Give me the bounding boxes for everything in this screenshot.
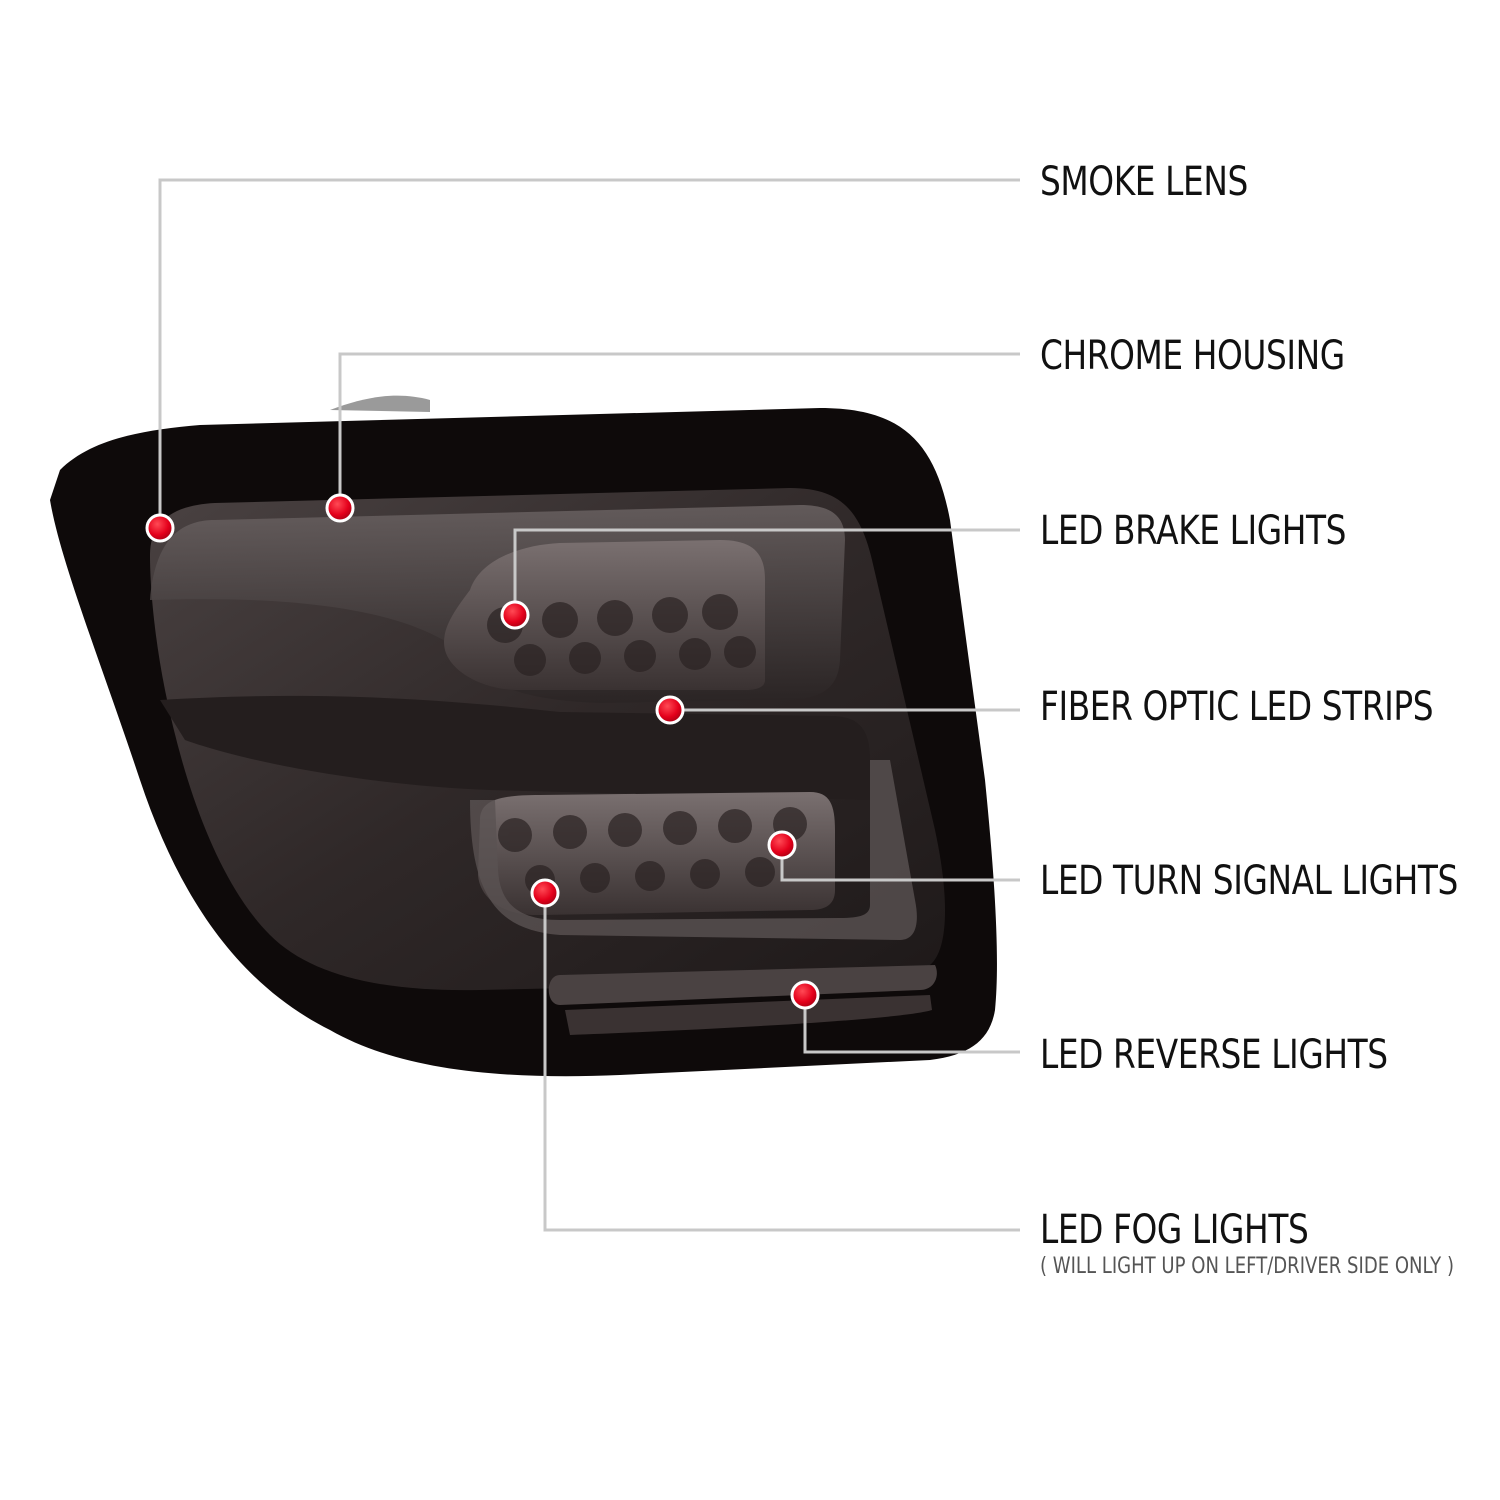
reverse-led-strip-lower [565,995,932,1035]
label-led-reverse-lights: LED REVERSE LIGHTS [1040,1032,1388,1078]
leader-led-reverse [803,995,1020,1054]
reverse-led-strip [548,965,937,1005]
leader-led-fog [543,893,1020,1232]
leader-led-brake-lights [513,528,1020,615]
fiber-optic-lower [470,760,917,940]
note-led-fog-lights: ( WILL LIGHT UP ON LEFT/DRIVER SIDE ONLY… [1040,1254,1454,1279]
brake-led-cells [487,594,756,676]
label-fiber-optic-led-strips: FIBER OPTIC LED STRIPS [1040,684,1434,730]
leader-chrome-housing [338,352,1020,508]
marker-chrome-housing [325,493,355,523]
label-smoke-lens: SMOKE LENS [1040,159,1248,205]
leader-smoke-lens [158,178,1020,528]
marker-led-fog [530,878,560,908]
label-chrome-housing: CHROME HOUSING [1040,333,1345,379]
marker-fiber-optic [655,695,685,725]
label-led-turn-signal-lights: LED TURN SIGNAL LIGHTS [1040,858,1458,904]
label-led-brake-lights: LED BRAKE LIGHTS [1040,508,1347,554]
marker-led-turn-signal [767,830,797,860]
middle-band [160,695,872,800]
marker-smoke-lens [145,513,175,543]
marker-led-reverse [790,980,820,1010]
marker-led-brake-lights [500,600,530,630]
chrome-rim [330,395,430,412]
leader-lines [158,178,1020,1232]
marker-dots [145,493,820,1010]
label-led-fog-lights: LED FOG LIGHTS [1040,1207,1309,1253]
